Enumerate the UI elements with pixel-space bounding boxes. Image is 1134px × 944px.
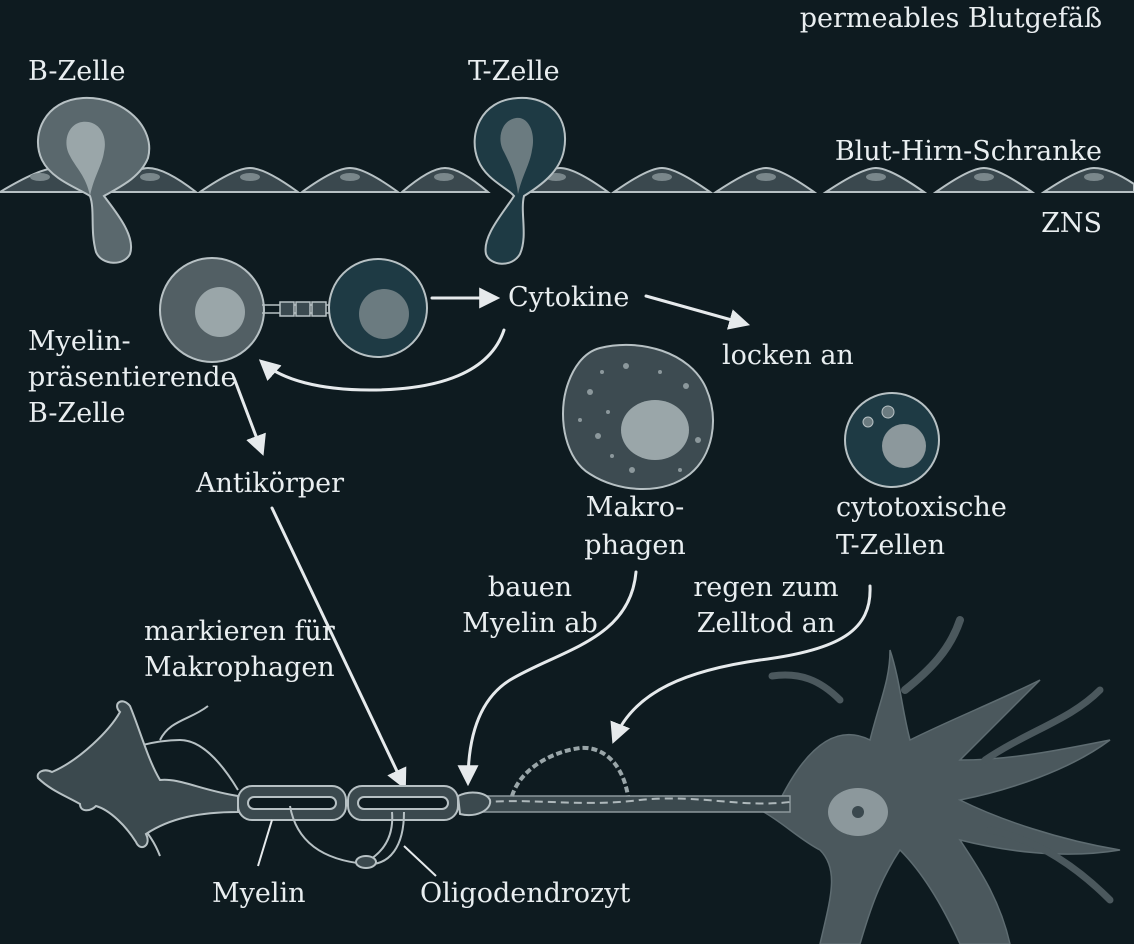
pointer-lines bbox=[257, 819, 437, 877]
b-cell-migrating bbox=[37, 96, 151, 264]
endothelial-layer bbox=[0, 166, 1134, 193]
label-t-cell: T-Zelle bbox=[468, 56, 560, 87]
arrow-antibody-to-myelin bbox=[270, 506, 407, 790]
label-macrophage-line2: phagen bbox=[584, 530, 686, 561]
macrophage-granules bbox=[578, 363, 701, 473]
label-macrophage-line1: Makro- bbox=[585, 492, 685, 523]
label-b-cell: B-Zelle bbox=[28, 56, 126, 87]
t-cell-migrating bbox=[473, 96, 567, 265]
endothelial-cell bbox=[610, 166, 714, 193]
oligodendrocyte-body bbox=[36, 700, 377, 869]
helper-t-cell bbox=[328, 258, 428, 358]
pointer-oligodendrocyte bbox=[403, 845, 437, 877]
label-antibody: Antikörper bbox=[196, 468, 345, 499]
label-cns: ZNS bbox=[1041, 208, 1102, 239]
endothelial-cell bbox=[196, 166, 302, 193]
endothelial-cell bbox=[822, 166, 928, 193]
label-apc-line1: Myelin- bbox=[28, 326, 131, 357]
arrow-cytokine-to-attract bbox=[644, 294, 751, 330]
label-mark-line2: Makrophagen bbox=[144, 652, 335, 683]
label-attract: locken an bbox=[722, 340, 854, 371]
endothelial-cell bbox=[1040, 166, 1134, 193]
apc-b-cell bbox=[159, 257, 265, 363]
endothelial-cell bbox=[399, 166, 491, 193]
label-degrade-line2: Myelin ab bbox=[462, 608, 598, 639]
neuron-soma bbox=[758, 616, 1121, 944]
endothelial-cell bbox=[932, 166, 1036, 193]
myelin-debris-loop bbox=[510, 745, 630, 797]
arrow-macrophage-to-axon bbox=[457, 570, 638, 787]
label-cell-death-line1: regen zum bbox=[693, 572, 839, 603]
label-myelin: Myelin bbox=[212, 878, 306, 909]
label-mark-line1: markieren für bbox=[144, 616, 335, 647]
label-oligodendrocyte: Oligodendrozyt bbox=[420, 878, 631, 909]
label-degrade-line1: bauen bbox=[487, 572, 573, 603]
label-apc-line2: präsentierende bbox=[28, 362, 237, 393]
pointer-myelin bbox=[257, 819, 273, 867]
label-apc-line3: B-Zelle bbox=[28, 398, 126, 429]
receptor-link bbox=[262, 301, 334, 317]
arrow-cytokine-to-bcell bbox=[258, 328, 506, 392]
arrow-bcell-to-antibody bbox=[232, 376, 266, 456]
label-cytokines: Cytokine bbox=[508, 282, 630, 313]
macrophage bbox=[562, 343, 714, 491]
cytotoxic-t-cell bbox=[844, 392, 940, 488]
label-cell-death-line2: Zelltod an bbox=[696, 608, 836, 639]
arrow-ctl-to-axon bbox=[610, 584, 872, 744]
arrows bbox=[232, 287, 872, 790]
label-permeable-vessel: permeables Blutgefäß bbox=[799, 3, 1102, 34]
endothelial-cell bbox=[712, 166, 818, 193]
endothelial-cell bbox=[298, 166, 402, 193]
axon bbox=[461, 745, 791, 813]
label-ctl-line1: cytotoxische bbox=[836, 492, 1007, 523]
label-blood-brain-barrier: Blut-Hirn-Schranke bbox=[834, 136, 1102, 167]
myelin-sheath bbox=[237, 785, 492, 821]
label-ctl-line2: T-Zellen bbox=[836, 530, 946, 561]
